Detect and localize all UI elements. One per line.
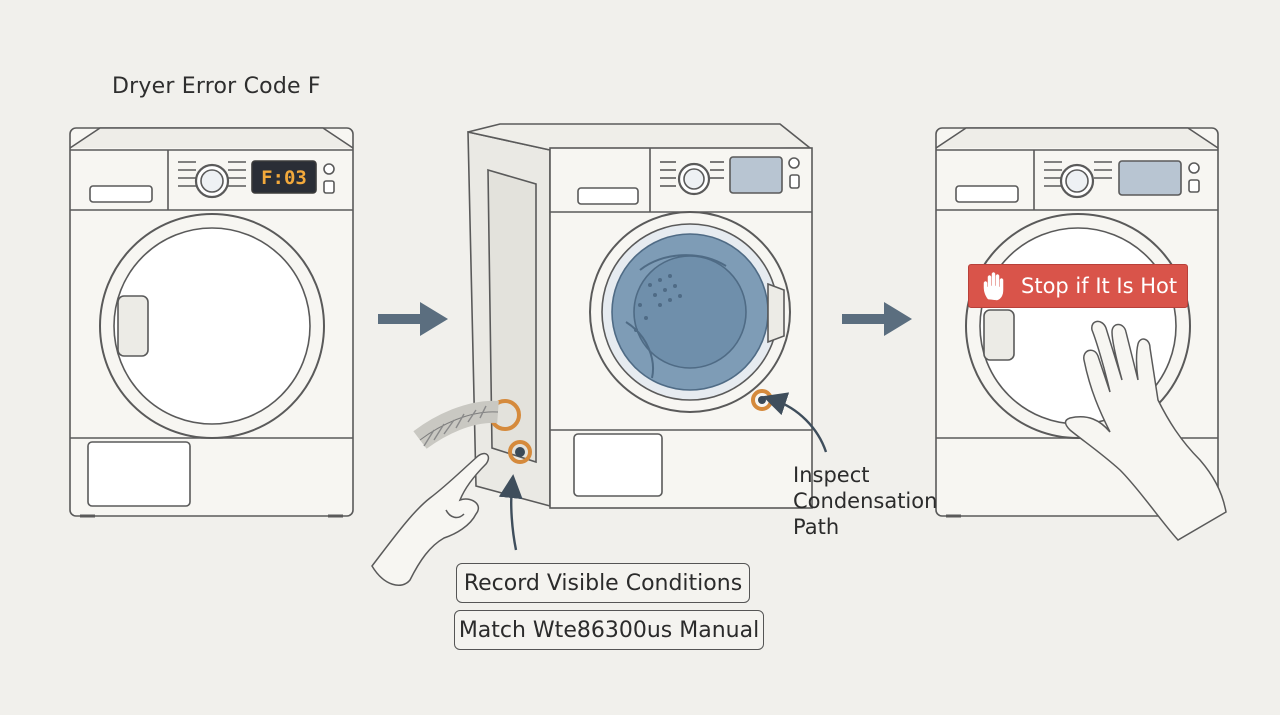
match-manual-label: Match Wte86300us Manual <box>454 610 764 650</box>
record-conditions-label: Record Visible Conditions <box>456 563 750 603</box>
hot-warning-text: Stop if It Is Hot <box>1021 274 1178 298</box>
inspect-line-3: Path <box>793 515 840 539</box>
hand-on-door <box>1064 320 1227 541</box>
inspect-condensation-label: Inspect Condensation Path <box>793 462 937 540</box>
right-arrow-icon <box>378 302 448 336</box>
pointer-arrow-icon <box>498 392 828 551</box>
hand-stop-icon <box>983 272 1004 301</box>
dryer-error-display <box>69 127 354 518</box>
page-title: Dryer Error Code F <box>112 74 321 99</box>
inspect-line-2: Condensation <box>793 489 938 513</box>
hot-warning-banner: Stop if It Is Hot <box>968 264 1188 308</box>
error-code-display: F:03 <box>261 167 307 189</box>
pointing-hand <box>371 452 490 586</box>
inspect-line-1: Inspect <box>793 463 870 487</box>
right-arrow-icon <box>842 302 912 336</box>
drain-hose <box>413 400 499 449</box>
dryer-inspection <box>467 123 813 509</box>
